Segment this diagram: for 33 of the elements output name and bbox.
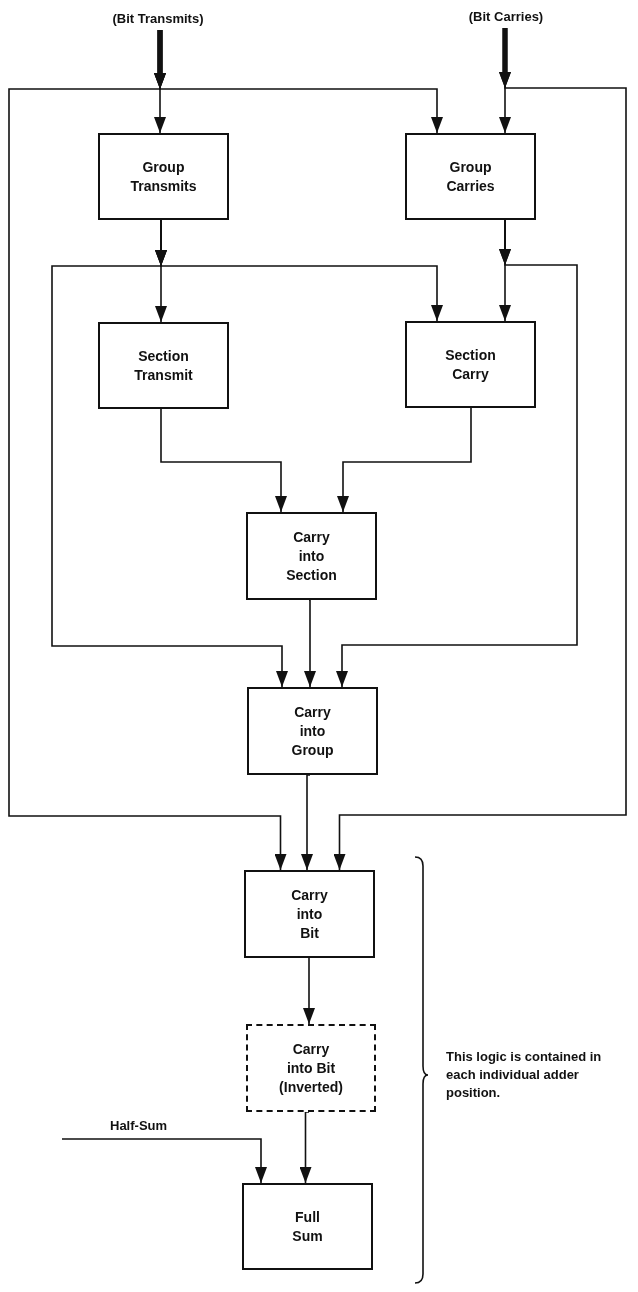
box-label: Carry into Section bbox=[286, 527, 337, 585]
process-box bbox=[98, 322, 229, 409]
box-label: Section Transmit bbox=[134, 346, 193, 385]
process-box bbox=[244, 870, 375, 958]
process-box bbox=[98, 133, 229, 220]
box-label: Group Transmits bbox=[130, 157, 197, 196]
arrow bbox=[160, 408, 287, 513]
arrow bbox=[303, 957, 315, 1025]
arrow bbox=[301, 774, 313, 871]
box-label: Carry into Bit (Inverted) bbox=[279, 1039, 343, 1097]
input-label: (Bit Transmits) bbox=[102, 6, 214, 30]
process-box bbox=[405, 133, 536, 220]
process-box bbox=[246, 1024, 376, 1112]
box-label: Carry into Group bbox=[291, 702, 334, 760]
process-box bbox=[246, 512, 377, 600]
note-text: This logic is contained in each individual adder position. bbox=[446, 1048, 603, 1102]
process-box bbox=[247, 687, 378, 775]
box-label: Section Carry bbox=[445, 345, 496, 384]
arrow bbox=[337, 407, 472, 513]
arrow bbox=[51, 219, 288, 688]
input-label: (Bit Carries) bbox=[452, 4, 560, 28]
edge-label: Half-Sum bbox=[108, 1118, 170, 1133]
arrow bbox=[299, 1111, 312, 1184]
arrow bbox=[336, 219, 578, 688]
box-label: Group Carries bbox=[446, 157, 495, 196]
arrow bbox=[333, 27, 627, 871]
process-box bbox=[405, 321, 536, 408]
process-box bbox=[242, 1183, 373, 1270]
box-label: Carry into Bit bbox=[291, 885, 328, 943]
box-label: Full Sum bbox=[292, 1207, 323, 1246]
arrow bbox=[61, 1138, 267, 1184]
arrow bbox=[8, 29, 287, 871]
arrow bbox=[304, 599, 316, 688]
